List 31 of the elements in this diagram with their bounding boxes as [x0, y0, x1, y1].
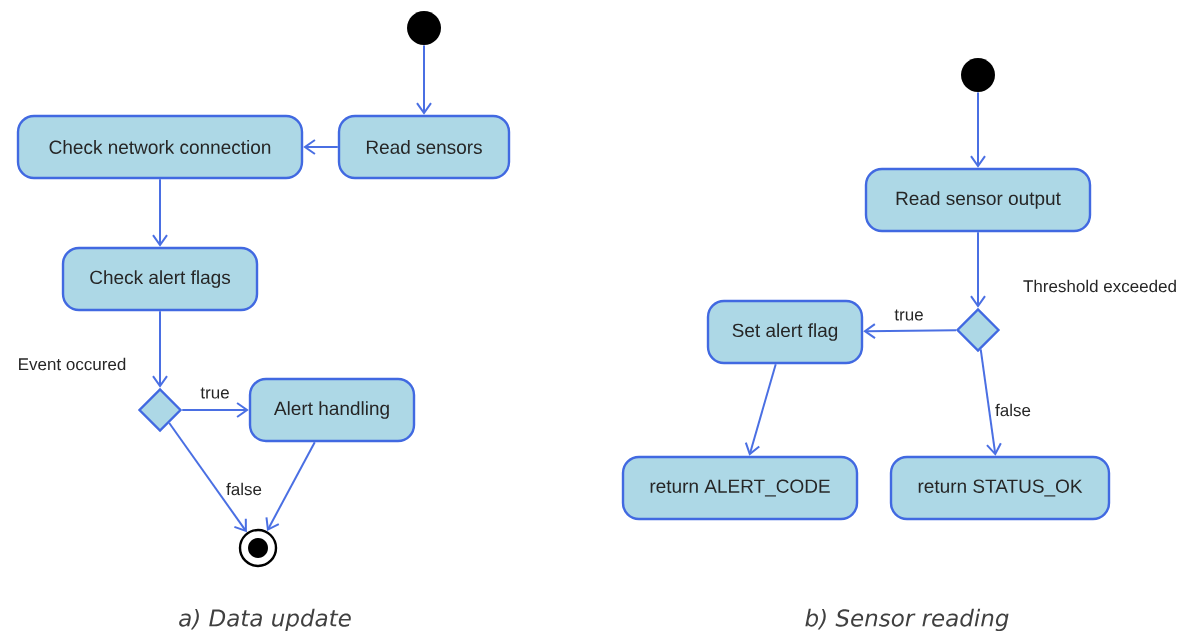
activity-box: Read sensors	[337, 114, 511, 180]
arrow	[152, 310, 168, 388]
activity-box: Check alert flags	[61, 246, 259, 312]
arrow	[181, 402, 249, 418]
edge-label: false	[993, 401, 1033, 419]
arrow	[970, 231, 986, 308]
edge-label: true	[892, 307, 926, 323]
arrow	[979, 348, 1002, 456]
arrow	[970, 91, 986, 168]
activity-box: return STATUS_OK	[889, 455, 1111, 521]
condition-label: Threshold exceeded	[1023, 279, 1176, 293]
edge-label: false	[224, 480, 264, 498]
activity-box: Check network connection	[16, 114, 304, 180]
arrow	[168, 422, 247, 533]
figure-caption: b) Sensor reading	[805, 608, 1009, 632]
arrow	[152, 178, 168, 247]
arrow	[863, 323, 958, 340]
arrow	[416, 44, 432, 115]
arrow	[744, 363, 777, 456]
activity-box: return ALERT_CODE	[621, 455, 859, 521]
arrow	[303, 139, 339, 155]
condition-label: Event occured	[19, 357, 126, 371]
start-node	[407, 11, 441, 45]
end-node	[238, 528, 278, 568]
start-node	[961, 58, 995, 92]
activity-box: Read sensor output	[864, 167, 1092, 233]
activity-box: Set alert flag	[706, 299, 864, 365]
activity-box: Alert handling	[248, 377, 416, 443]
edge-label: true	[198, 385, 232, 401]
figure-caption: a) Data update	[179, 608, 351, 632]
arrow	[265, 441, 316, 532]
